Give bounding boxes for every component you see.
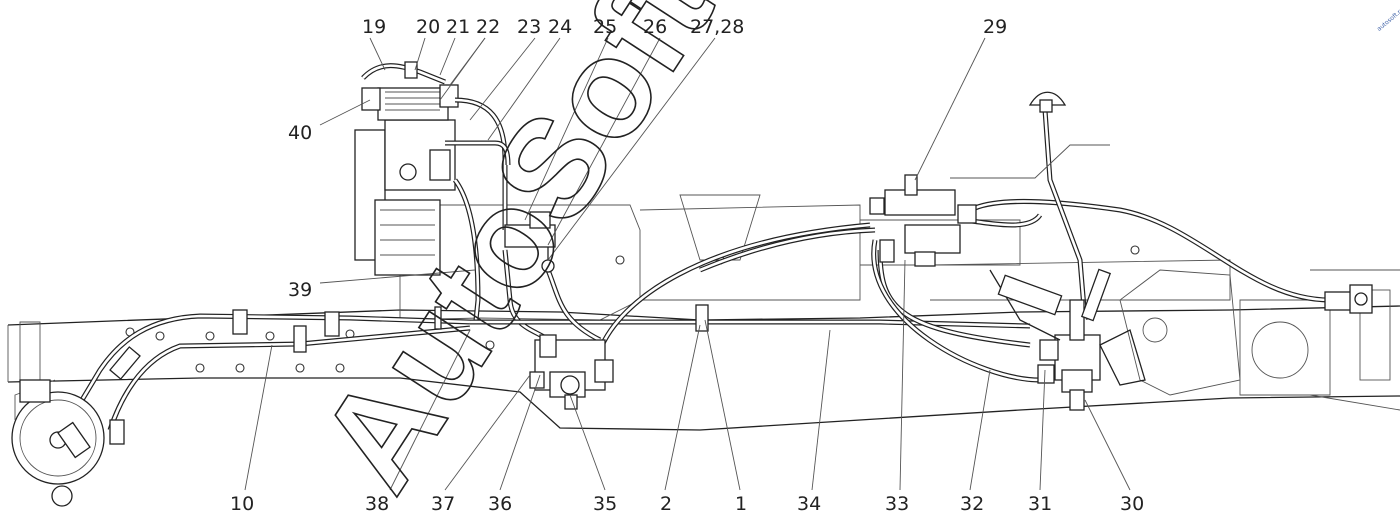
callout-34: 34 xyxy=(797,493,821,515)
callout-37: 37 xyxy=(431,493,455,515)
callout-27-28: 27,28 xyxy=(690,16,744,38)
callout-19: 19 xyxy=(362,16,386,38)
callout-22: 22 xyxy=(476,16,500,38)
callout-30: 30 xyxy=(1120,493,1144,515)
callout-26: 26 xyxy=(643,16,667,38)
leader-lines xyxy=(244,37,1131,491)
callout-36: 36 xyxy=(488,493,512,515)
callout-20: 20 xyxy=(416,16,440,38)
coupling-head xyxy=(1324,284,1373,314)
callout-40: 40 xyxy=(288,122,312,144)
callout-2: 2 xyxy=(660,493,672,515)
callout-24: 24 xyxy=(548,16,572,38)
callout-35: 35 xyxy=(593,493,617,515)
callout-31: 31 xyxy=(1028,493,1052,515)
callout-23: 23 xyxy=(517,16,541,38)
callout-21: 21 xyxy=(446,16,470,38)
callout-32: 32 xyxy=(960,493,984,515)
air-tank xyxy=(11,346,141,507)
relay-valve-upper xyxy=(869,174,977,267)
callout-25: 25 xyxy=(593,16,617,38)
callouts-left: 40 39 xyxy=(288,122,312,301)
pipe-clamps xyxy=(232,304,709,353)
accessory-fitting xyxy=(1028,91,1067,113)
compressor-intake-hose-inner xyxy=(362,64,446,84)
air-compressor xyxy=(354,87,456,276)
vehicle-frame xyxy=(7,194,1400,431)
callout-29: 29 xyxy=(983,16,1007,38)
callout-39: 39 xyxy=(288,279,312,301)
brake-valve xyxy=(989,268,1146,411)
callouts-bottom: 10 38 37 36 35 2 1 34 33 32 31 30 xyxy=(230,493,1144,515)
callout-10: 10 xyxy=(230,493,254,515)
hose-clamp xyxy=(404,61,418,79)
callouts-top: 19 20 21 22 23 24 25 26 27,28 29 xyxy=(362,16,1007,38)
unloader-valve xyxy=(504,211,556,273)
callout-33: 33 xyxy=(885,493,909,515)
hose-fitting xyxy=(361,87,381,111)
air-lines xyxy=(67,97,1331,431)
callout-1: 1 xyxy=(735,493,747,515)
hose-fitting xyxy=(439,84,459,108)
watermark-corner-logo: autosoft.ru xyxy=(1376,6,1400,33)
callout-38: 38 xyxy=(365,493,389,515)
